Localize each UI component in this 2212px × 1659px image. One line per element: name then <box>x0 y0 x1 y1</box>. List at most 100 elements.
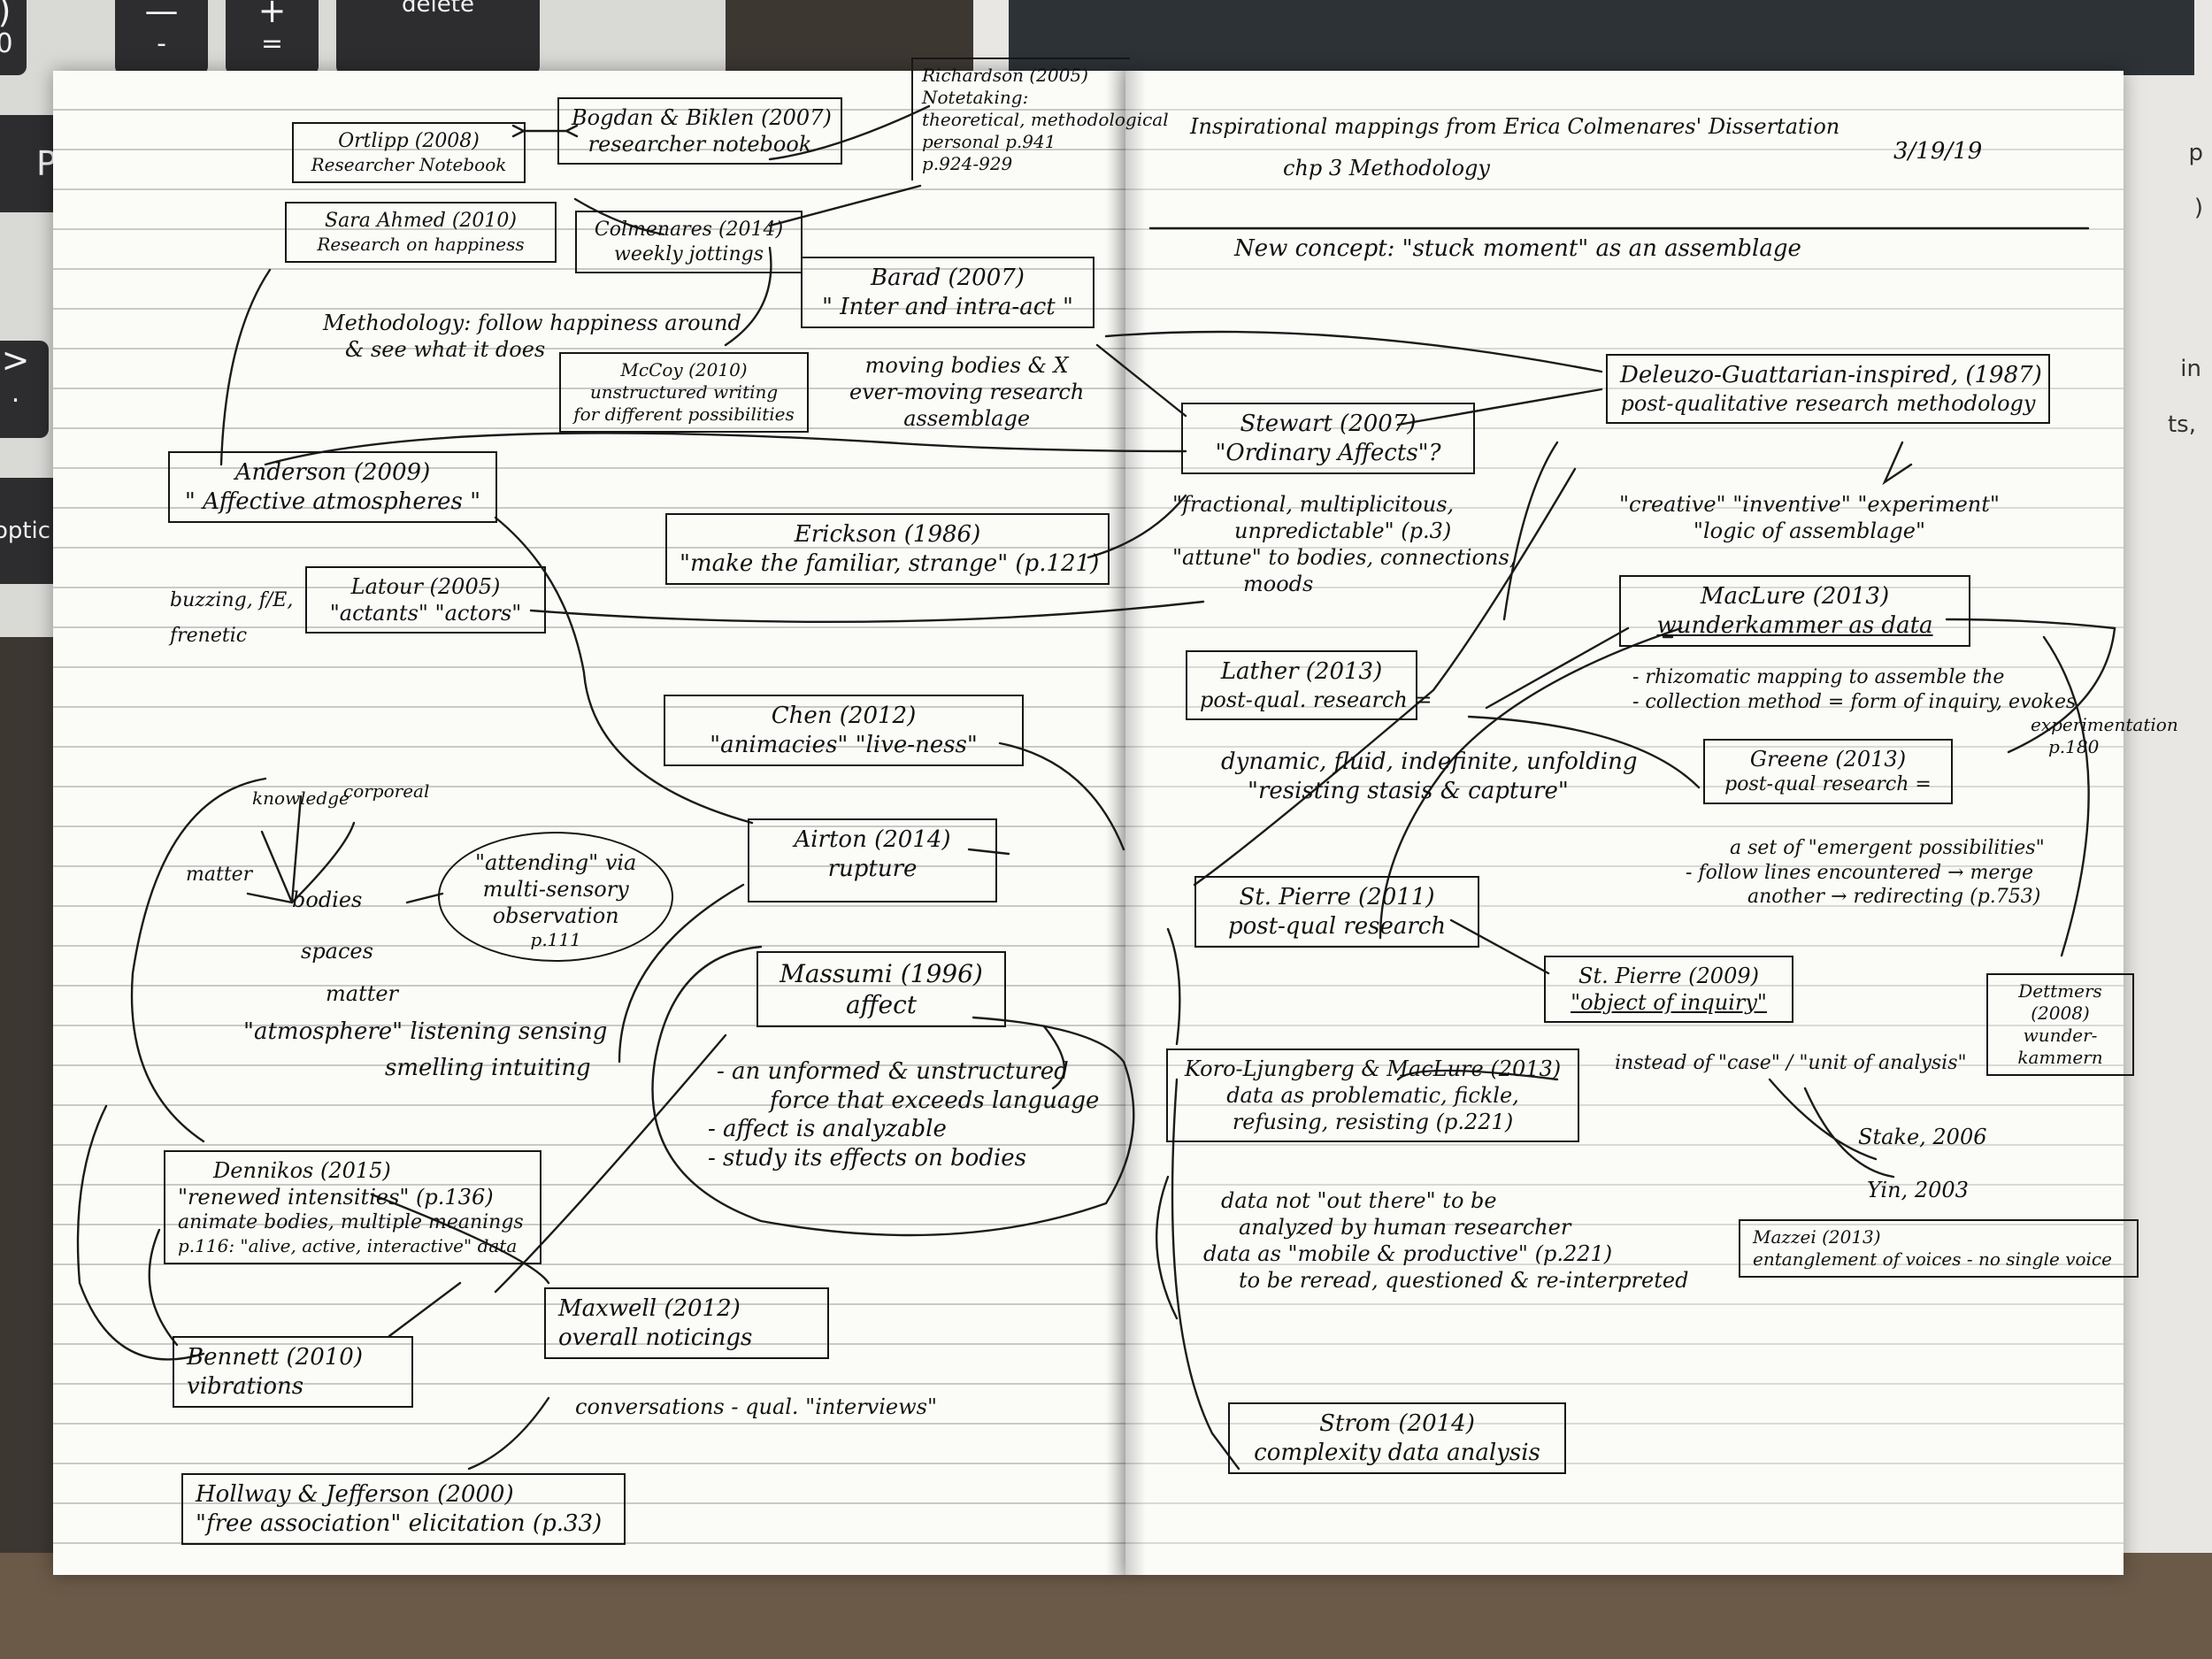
side-text-paren: ) <box>2194 195 2203 221</box>
node-stpierre-2009: St. Pierre (2009) "object of inquiry" <box>1544 956 1793 1023</box>
chen-title: Chen (2012) <box>678 702 1010 731</box>
node-deleuze: Deleuzo-Guattarian-inspired, (1987) post… <box>1606 354 2050 424</box>
greene-note-2: - follow lines encountered → merge <box>1686 861 2045 886</box>
deleuze-note: "creative" "inventive" "experiment" "log… <box>1619 491 2000 544</box>
node-maclure: MacLure (2013) wunderkammer as data <box>1619 575 1970 647</box>
koro-note-4: to be reread, questioned & re-interprete… <box>1239 1267 1688 1294</box>
stewart-note-4: moods <box>1243 571 1516 597</box>
latour-title: Latour (2005) <box>319 573 532 600</box>
koro-desc-1: data as problematic, fickle, <box>1180 1082 1565 1109</box>
koro-note-1: data not "out there" to be <box>1221 1187 1688 1214</box>
richardson-label: Notetaking: <box>922 87 1121 109</box>
mccoy-desc-2: for different possibilities <box>573 403 795 426</box>
attending-line-3: observation <box>475 902 636 929</box>
new-concept-line: New concept: "stuck moment" as an assemb… <box>1234 234 1801 264</box>
stewart-note: "fractional, multiplicitous, unpredictab… <box>1172 491 1516 597</box>
web-bodies: bodies <box>292 887 362 913</box>
node-airton: Airton (2014) rupture <box>748 818 997 902</box>
hollway-desc: "free association" elicitation (p.33) <box>196 1509 611 1539</box>
node-erickson: Erickson (1986) "make the familiar, stra… <box>665 513 1110 585</box>
massumi-desc: affect <box>771 989 992 1020</box>
buzzing-line-2: frenetic <box>170 624 293 649</box>
web-matter-2: matter <box>326 980 398 1007</box>
anderson-title: Anderson (2009) <box>182 458 483 488</box>
greene-title: Greene (2013) <box>1717 746 1939 772</box>
dettmers-title: Dettmers <box>2001 980 2120 1002</box>
bogdan-desc: researcher notebook <box>572 131 828 157</box>
right-header-subtitle: chp 3 Methodology <box>1283 155 1490 181</box>
bogdan-title: Bogdan & Biklen (2007) <box>572 104 828 131</box>
desk-device-edge <box>1009 0 2194 75</box>
ortlipp-title: Ortlipp (2008) <box>306 129 511 154</box>
strom-desc: complexity data analysis <box>1242 1439 1552 1468</box>
erickson-desc: "make the familiar, strange" (p.121) <box>680 549 1095 579</box>
stpierre2011-title: St. Pierre (2011) <box>1209 883 1465 912</box>
stewart-desc: "Ordinary Affects"? <box>1195 439 1461 468</box>
maxwell-title: Maxwell (2012) <box>558 1294 815 1324</box>
stake-note: Stake, 2006 <box>1858 1124 1986 1150</box>
affect-note-1: - an unformed & unstructured <box>717 1057 1099 1087</box>
hollway-title: Hollway & Jefferson (2000) <box>196 1480 611 1509</box>
strom-title: Strom (2014) <box>1242 1409 1552 1439</box>
node-stewart: Stewart (2007) "Ordinary Affects"? <box>1181 403 1475 474</box>
lather-note: dynamic, fluid, indefinite, unfolding "r… <box>1221 748 1638 805</box>
massumi-title: Massumi (1996) <box>771 958 992 989</box>
stewart-title: Stewart (2007) <box>1195 410 1461 439</box>
greene-note: a set of "emergent possibilities" - foll… <box>1686 836 2045 910</box>
node-strom: Strom (2014) complexity data analysis <box>1228 1402 1566 1474</box>
dennikos-title: Dennikos (2015) <box>213 1157 527 1184</box>
latour-desc: "actants" "actors" <box>319 600 532 626</box>
mccoy-title: McCoy (2010) <box>573 359 795 381</box>
barad-desc: " Inter and intra-act " <box>815 293 1080 322</box>
dennikos-desc: "renewed intensities" (p.136) <box>178 1184 527 1210</box>
ortlipp-desc: Researcher Notebook <box>306 154 511 176</box>
maclure-note-2: - collection method = form of inquiry, e… <box>1632 690 2178 715</box>
barad-note-2: ever-moving research <box>849 379 1084 405</box>
notebook-gutter <box>1106 71 1146 1575</box>
node-dennikos: Dennikos (2015) "renewed intensities" (p… <box>164 1150 541 1264</box>
maxwell-note: conversations - qual. "interviews" <box>575 1394 937 1420</box>
node-mccoy: McCoy (2010) unstructured writing for di… <box>559 352 809 433</box>
node-mazzei: Mazzei (2013) entanglement of voices - n… <box>1739 1219 2139 1278</box>
side-text-p: p <box>2188 140 2203 166</box>
attending-page: p.111 <box>475 929 636 951</box>
key-plus: += <box>226 0 319 75</box>
koro-note: data not "out there" to be analyzed by h… <box>1203 1187 1688 1294</box>
erickson-title: Erickson (1986) <box>680 520 1095 549</box>
node-koro: Koro-Ljungberg & MacLure (2013) data as … <box>1166 1048 1579 1142</box>
maclure-note-4: p.180 <box>2048 736 2178 758</box>
koro-desc-2: refusing, resisting (p.221) <box>1180 1109 1565 1135</box>
deleuze-note-2: "logic of assemblage" <box>1619 518 2000 544</box>
stewart-note-3: "attune" to bodies, connections, <box>1172 544 1516 571</box>
web-knowledge: knowledge <box>252 787 349 810</box>
barad-note-1: moving bodies & X <box>849 352 1084 379</box>
bennett-title: Bennett (2010) <box>187 1343 399 1372</box>
greene-note-1: a set of "emergent possibilities" <box>1730 836 2045 861</box>
yin-note: Yin, 2003 <box>1867 1177 1969 1203</box>
richardson-detail-2: personal p.941 <box>922 131 1121 153</box>
node-richardson: Richardson (2005) Notetaking: theoretica… <box>911 58 1130 180</box>
node-stpierre-2011: St. Pierre (2011) post-qual research <box>1194 876 1479 948</box>
mazzei-desc: entanglement of voices - no single voice <box>1753 1248 2124 1271</box>
koro-note-2: analyzed by human researcher <box>1239 1214 1688 1240</box>
ahmed-title: Sara Ahmed (2010) <box>299 209 542 234</box>
attending-note: "attending" via multi-sensory observatio… <box>438 832 673 962</box>
maxwell-desc: overall noticings <box>558 1324 815 1353</box>
colmenares-desc: weekly jottings <box>589 242 788 267</box>
deleuze-note-1: "creative" "inventive" "experiment" <box>1619 491 2000 518</box>
side-text-ts: ts, <box>2168 411 2196 438</box>
mccoy-desc-1: unstructured writing <box>573 381 795 403</box>
web-corporeal: corporeal <box>343 780 429 803</box>
dettmers-desc-2: kammern <box>2001 1047 2120 1069</box>
barad-note: moving bodies & X ever-moving research a… <box>849 352 1084 432</box>
lather-desc: post-qual. research = <box>1200 687 1403 713</box>
node-greene: Greene (2013) post-qual research = <box>1703 739 1953 804</box>
stewart-note-2: unpredictable" (p.3) <box>1234 518 1516 544</box>
lather-note-1: dynamic, fluid, indefinite, unfolding <box>1221 748 1638 777</box>
node-ahmed: Sara Ahmed (2010) Research on happiness <box>285 202 557 263</box>
right-header-title: Inspirational mappings from Erica Colmen… <box>1190 113 1839 140</box>
koro-title: Koro-Ljungberg & MacLure (2013) <box>1180 1056 1565 1082</box>
senses-line-1: "atmosphere" listening sensing <box>243 1018 607 1047</box>
dettmers-desc-1: wunder- <box>2001 1025 2120 1047</box>
greene-note-3: another → redirecting (p.753) <box>1747 885 2045 910</box>
